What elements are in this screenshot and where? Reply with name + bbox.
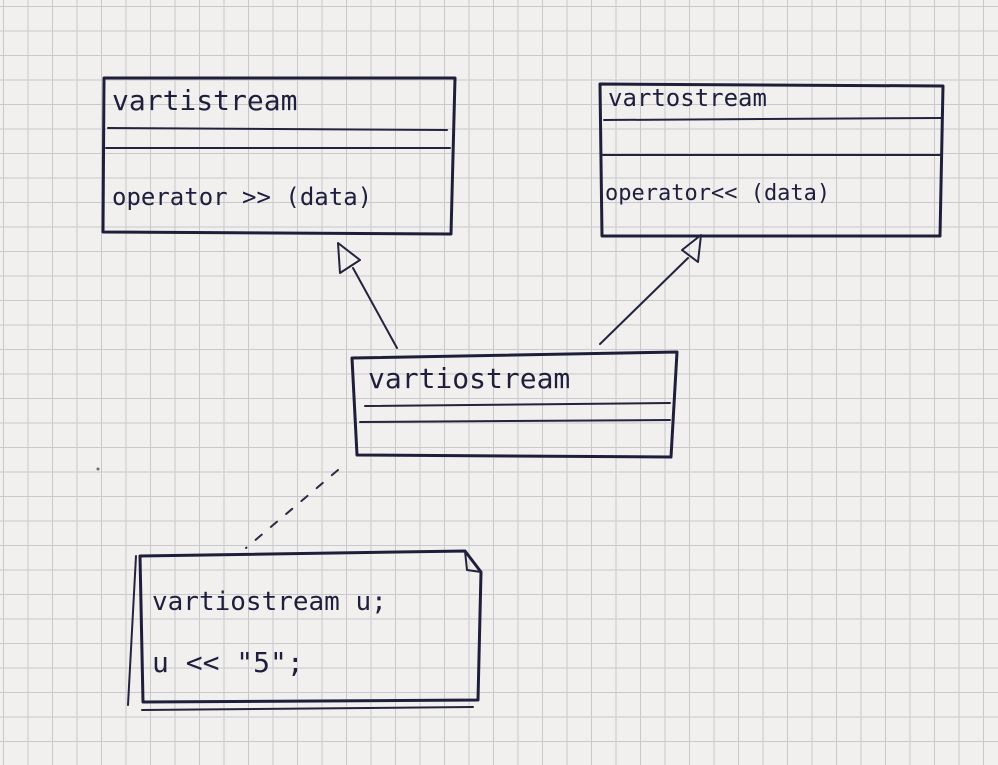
class-vartostream-method: operator<< (data) [605,181,830,206]
note-folded-corner [464,550,482,573]
class-vartiostream-border [350,350,679,459]
class-vartostream-name: vartostream [608,84,767,112]
inheritance-arrow-to-vartistream [337,242,398,349]
class-vartistream: vartistream operator >> (data) [101,76,457,236]
class-vartistream-border [101,76,457,236]
class-vartostream: vartostream operator<< (data) [598,82,945,238]
note-bottom-edge [141,706,474,711]
note-anchor-dashed-line [245,469,339,549]
class-vartiostream-divider-1 [364,402,671,407]
class-vartistream-method: operator >> (data) [112,183,372,211]
class-vartostream-divider-1 [603,117,942,121]
note-border [138,549,483,704]
class-vartistream-divider-1 [107,127,448,131]
inheritance-triangle-left [337,242,361,274]
inheritance-line-right [599,257,689,345]
note-left-edge [127,555,137,706]
inheritance-line-left [352,267,398,349]
inheritance-arrow-to-vartostream [599,234,702,345]
note-line-2: u << "5"; [152,646,304,679]
class-vartiostream-name: vartiostream [368,362,570,395]
pencil-dot [96,467,100,471]
note-line-1: vartiostream u; [152,587,387,617]
class-vartiostream: vartiostream [350,350,679,459]
class-vartistream-name: vartistream [112,84,297,117]
class-vartostream-border [598,82,945,238]
class-vartiostream-divider-2 [359,419,671,423]
inheritance-triangle-right [681,234,702,263]
note-box: vartiostream u; u << "5"; [127,549,483,711]
